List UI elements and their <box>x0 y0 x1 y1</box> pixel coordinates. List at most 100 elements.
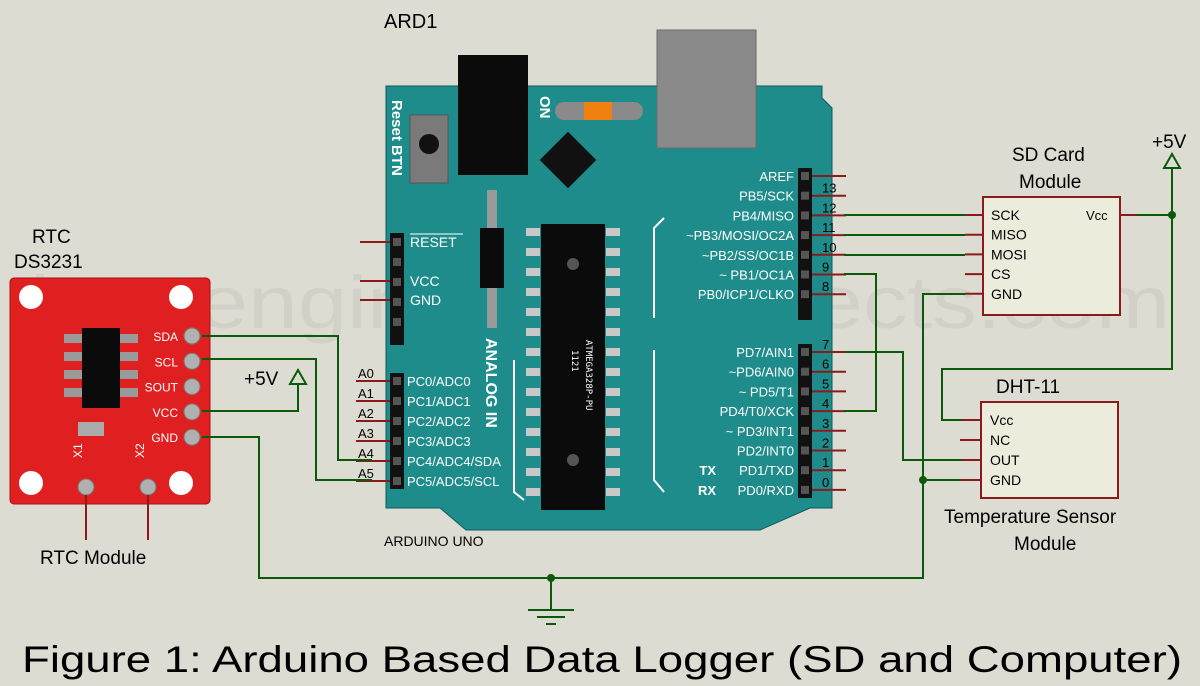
analog-pin-number: A4 <box>358 446 374 461</box>
figure-caption: Figure 1: Arduino Based Data Logger (SD … <box>22 639 1182 680</box>
digital-pin-prefix: TX <box>699 463 716 478</box>
sd-pin-label-mosi: MOSI <box>991 246 1027 262</box>
digital-bracket-top <box>653 217 665 318</box>
rtc-caption: RTC Module <box>40 548 146 569</box>
digital-header-pin <box>801 367 809 376</box>
dht-pin-label-out: OUT <box>990 452 1020 468</box>
analog-pin-label: PC4/ADC4/SDA <box>407 454 501 469</box>
rtc-smd-part <box>78 422 104 436</box>
digital-pin-label: PD4/T0/XCK <box>720 404 795 419</box>
digital-header-pin <box>801 348 809 356</box>
digital-pin-number: 0 <box>822 475 829 490</box>
digital-pin-label: PD0/RXD <box>738 483 794 498</box>
analog-header-pin <box>393 477 401 485</box>
rtc-mount-hole-tl <box>19 285 43 309</box>
rtc-chip-leg <box>64 334 82 343</box>
wire-rtc-gnd <box>202 436 960 579</box>
analog-pins: A0PC0/ADC0A1PC1/ADC1A2PC2/ADC2A3PC3/ADC3… <box>356 366 501 489</box>
digital-pin-number: 4 <box>822 396 829 411</box>
chip-pin <box>606 308 620 316</box>
analog-header-pin <box>393 397 401 405</box>
rtc-chip-leg <box>64 388 82 397</box>
digital-pin-label: PB5/SCK <box>739 189 794 204</box>
rtc-mount-hole-bl <box>19 471 43 495</box>
analog-pin-number: A2 <box>358 406 374 421</box>
chip-pin <box>526 248 540 256</box>
rtc-chip-leg <box>120 334 138 343</box>
analog-pin-label: PC2/ADC2 <box>407 414 471 429</box>
digital-pin-prefix: RX <box>698 483 716 498</box>
dht-module-box <box>980 401 1119 499</box>
rtc-pin-label-sout: SOUT <box>145 381 179 395</box>
chip-pin <box>526 388 540 396</box>
rtc-bottom-label-x2: X2 <box>133 443 147 458</box>
digital-pin-label: PD2/INT0 <box>737 444 794 459</box>
rtc-title-2: DS3231 <box>14 252 83 273</box>
chip-pin <box>606 468 620 476</box>
rtc-pin-pad <box>183 428 201 446</box>
board-name: ARDUINO UNO <box>384 533 484 549</box>
rtc-pin-pad <box>183 403 201 421</box>
analog-in-label: ANALOG IN <box>482 338 499 428</box>
on-led <box>584 102 612 120</box>
sd-module-box <box>982 196 1121 316</box>
digital-header-pin <box>801 290 809 299</box>
analog-pin-number: A0 <box>358 366 374 381</box>
rtc-bottom-label-x1: X1 <box>71 443 85 458</box>
junction-vcc-sd <box>1168 211 1176 219</box>
sd-title-2: Module <box>1019 172 1081 193</box>
digital-header-pin <box>801 407 809 416</box>
wire-dht-out <box>844 351 962 461</box>
wire-sd-gnd <box>922 293 965 480</box>
power-pin-label-gnd: GND <box>410 292 441 308</box>
chip-pin <box>606 408 620 416</box>
power-header-pin <box>393 318 401 326</box>
sd-pin-label-sck: SCK <box>991 207 1020 223</box>
power-header-pin <box>393 298 401 306</box>
wire-rtc-vcc <box>202 392 299 412</box>
chip-notch-bottom <box>567 454 579 466</box>
digital-header-top <box>798 168 812 320</box>
rtc-pin-pad <box>183 378 201 396</box>
digital-pin-label: PD1/TXD <box>739 463 794 478</box>
digital-header-pin <box>801 446 809 455</box>
digital-pin-label: PD7/AIN1 <box>736 345 794 360</box>
rtc-bottom-pad <box>77 478 95 496</box>
digital-pin-number: 3 <box>822 416 829 431</box>
digital-header-pin <box>801 172 809 180</box>
rtc-pin-label-scl: SCL <box>155 355 179 369</box>
rtc-chip-leg <box>64 370 82 379</box>
chip-pin <box>526 328 540 336</box>
sd-pin-label-gnd: GND <box>991 286 1022 302</box>
chip-pin <box>526 288 540 296</box>
digital-pin-label: PB0/ICP1/CLKO <box>698 287 794 302</box>
chip-pin <box>526 408 540 416</box>
dht-pin-label-gnd: GND <box>990 472 1021 488</box>
rtc-bottom-pins: X1 X2 <box>71 443 157 540</box>
power-pin-label-reset: RESET <box>410 234 457 250</box>
wiring <box>202 176 1173 610</box>
rtc-pin-pad <box>183 327 201 345</box>
on-label: ON <box>536 96 553 119</box>
digital-header-pin <box>801 485 809 494</box>
rtc-chip-leg <box>120 388 138 397</box>
chip-pin <box>606 388 620 396</box>
digital-header-pin <box>801 231 809 240</box>
dht-pin-label-nc: NC <box>990 432 1010 448</box>
chip-pin <box>606 448 620 456</box>
chip-pin <box>526 428 540 436</box>
junction-ground-main <box>547 574 555 582</box>
digital-pin-number: 11 <box>822 220 836 235</box>
digital-header-pin <box>801 426 809 435</box>
diode-body <box>480 228 504 288</box>
digital-header-pin <box>801 250 809 259</box>
digital-pin-number: 6 <box>822 357 829 372</box>
analog-pin-label: PC1/ADC1 <box>407 394 471 409</box>
power-symbol-rtc: +5V <box>244 367 308 392</box>
rtc-chip-legs <box>64 334 138 397</box>
ground-symbol <box>528 609 574 625</box>
digital-bracket-bottom <box>653 350 665 493</box>
